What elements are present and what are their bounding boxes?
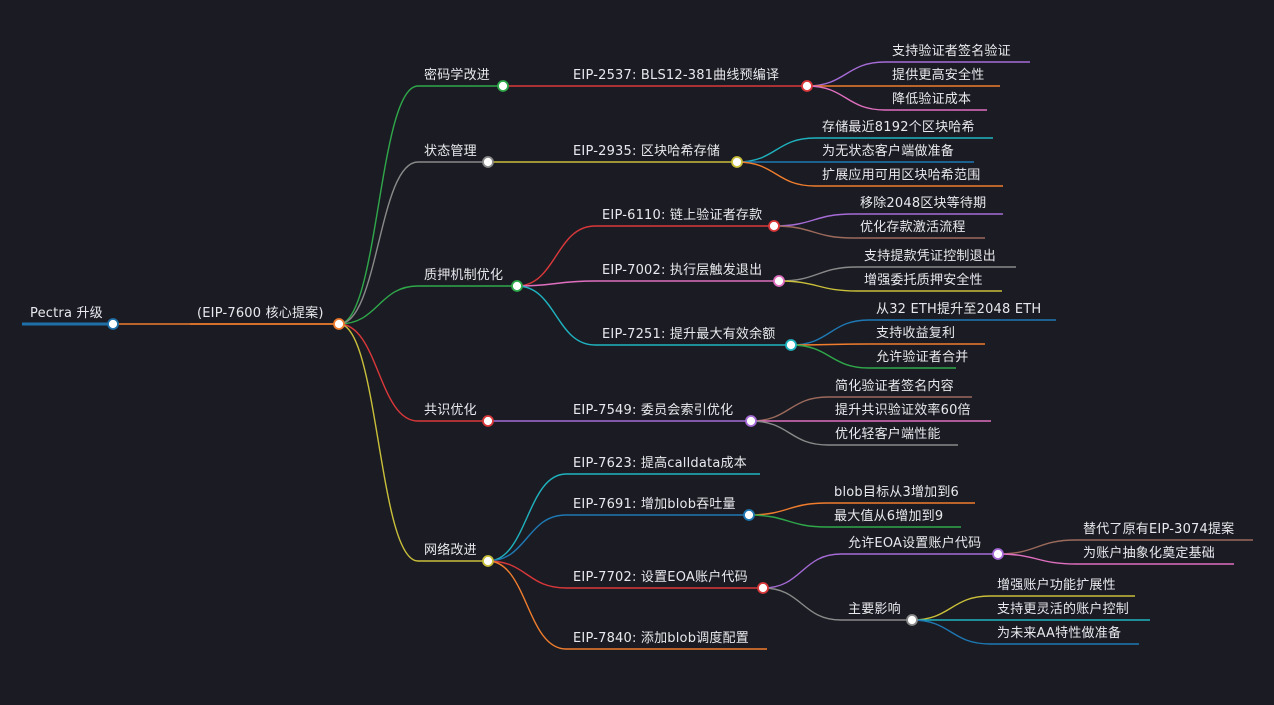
eip2537-node[interactable] (801, 80, 813, 92)
eip2935-item-label: 扩展应用可用区块哈希范围 (822, 168, 981, 183)
branch-state-label: 状态管理 (424, 144, 477, 159)
eip6110-node[interactable] (768, 220, 780, 232)
edge-core-state (338, 161, 419, 325)
eip7549-item-label: 简化验证者签名内容 (835, 379, 954, 394)
root-node[interactable] (107, 318, 119, 330)
root-label: Pectra 升级 (30, 306, 103, 321)
eip2537-item-label: 支持验证者签名验证 (892, 44, 1011, 59)
eip2537-item-label: 提供更高安全性 (892, 68, 985, 83)
eip7549-label: EIP-7549: 委员会索引优化 (573, 403, 734, 418)
edge-core-consensus (338, 323, 419, 422)
edge-impact-item-2 (911, 619, 991, 645)
eip7702-label: EIP-7702: 设置EOA账户代码 (573, 570, 748, 585)
eip7549-item-label: 提升共识验证效率60倍 (835, 403, 971, 418)
allow-node[interactable] (992, 548, 1004, 560)
eip7002-item-label: 增强委托质押安全性 (864, 273, 983, 288)
eip2537-item-label: 降低验证成本 (892, 92, 972, 107)
branch-consensus-label: 共识优化 (424, 403, 477, 418)
edge-staking-eip7251 (516, 285, 596, 346)
eip7251-label: EIP-7251: 提升最大有效余额 (602, 327, 776, 342)
eip6110-label: EIP-6110: 链上验证者存款 (602, 208, 763, 223)
eip6110-item-label: 移除2048区块等待期 (860, 196, 987, 211)
edge-allow-item-0 (997, 539, 1077, 555)
edge-staking-eip7002 (516, 280, 596, 287)
edge-eip7251-item-2 (790, 344, 870, 369)
branch-crypto-node[interactable] (497, 80, 509, 92)
eip2935-item-label: 为无状态客户端做准备 (822, 144, 955, 159)
edge-eip2935-item-2 (736, 161, 816, 187)
edge-eip7702-impact (762, 587, 842, 621)
edge-eip7002-item-1 (778, 280, 858, 292)
eip7840-label: EIP-7840: 添加blob调度配置 (573, 631, 749, 646)
edge-eip7549-item-2 (750, 420, 829, 446)
edge-core-network (338, 323, 419, 562)
eip7549-node[interactable] (745, 415, 757, 427)
branch-network-label: 网络改进 (424, 543, 477, 558)
branch-crypto-label: 密码学改进 (424, 68, 491, 83)
allow-label: 允许EOA设置账户代码 (848, 536, 982, 551)
edge-eip7549-item-0 (750, 396, 829, 422)
branch-staking-label: 质押机制优化 (424, 268, 504, 283)
edge-network-eip7840 (487, 560, 567, 650)
core-label: (EIP-7600 核心提案) (197, 306, 324, 321)
eip7251-item-label: 支持收益复利 (876, 326, 956, 341)
edge-core-crypto (338, 85, 419, 325)
edge-eip7251-item-0 (790, 319, 870, 346)
edge-impact-item-0 (911, 595, 991, 621)
eip7251-item-label: 允许验证者合并 (876, 350, 969, 365)
edge-network-eip7691 (487, 514, 567, 562)
edge-core-staking (338, 285, 419, 325)
edge-eip7691-item-0 (748, 502, 828, 516)
core-node[interactable] (333, 318, 345, 330)
branch-network-node[interactable] (482, 555, 494, 567)
edge-eip7002-item-0 (778, 266, 858, 282)
eip7691-node[interactable] (743, 509, 755, 521)
edge-allow-item-1 (997, 553, 1077, 565)
edge-eip2537-item-0 (806, 61, 886, 87)
eip6110-item-label: 优化存款激活流程 (860, 220, 966, 235)
eip2935-item-label: 存储最近8192个区块哈希 (822, 120, 975, 135)
impact-label: 主要影响 (848, 602, 901, 617)
eip2935-label: EIP-2935: 区块哈希存储 (573, 144, 721, 159)
eip7002-node[interactable] (773, 275, 785, 287)
edge-network-eip7623 (487, 473, 567, 562)
edge-eip2935-item-0 (736, 137, 816, 163)
impact-item-label: 为未来AA特性做准备 (997, 626, 1122, 641)
edge-network-eip7702 (487, 560, 567, 589)
eip7002-label: EIP-7002: 执行层触发退出 (602, 263, 763, 278)
eip7623-label: EIP-7623: 提高calldata成本 (573, 456, 747, 471)
eip7002-item-label: 支持提款凭证控制退出 (864, 249, 997, 264)
eip7691-label: EIP-7691: 增加blob吞吐量 (573, 497, 736, 512)
branch-staking-node[interactable] (511, 280, 523, 292)
impact-node[interactable] (906, 614, 918, 626)
branch-state-node[interactable] (482, 156, 494, 168)
eip7549-item-label: 优化轻客户端性能 (835, 427, 941, 442)
eip2537-label: EIP-2537: BLS12-381曲线预编译 (573, 68, 780, 83)
branch-consensus-node[interactable] (482, 415, 494, 427)
edge-eip2537-item-2 (806, 85, 886, 111)
impact-item-label: 增强账户功能扩展性 (997, 578, 1116, 593)
edge-staking-eip6110 (516, 225, 596, 287)
allow-item-label: 为账户抽象化奠定基础 (1083, 546, 1216, 561)
edge-eip7702-allow (762, 553, 842, 589)
eip2935-node[interactable] (731, 156, 743, 168)
impact-item-label: 支持更灵活的账户控制 (997, 602, 1130, 617)
eip7251-item-label: 从32 ETH提升至2048 ETH (876, 302, 1042, 317)
eip7702-node[interactable] (757, 582, 769, 594)
edge-eip7691-item-1 (748, 514, 828, 528)
allow-item-label: 替代了原有EIP-3074提案 (1083, 522, 1235, 537)
eip7691-item-label: 最大值从6增加到9 (834, 509, 944, 524)
edge-eip6110-item-0 (773, 213, 854, 227)
eip7251-node[interactable] (785, 339, 797, 351)
edge-eip6110-item-1 (773, 225, 854, 239)
eip7691-item-label: blob目标从3增加到6 (834, 485, 960, 500)
